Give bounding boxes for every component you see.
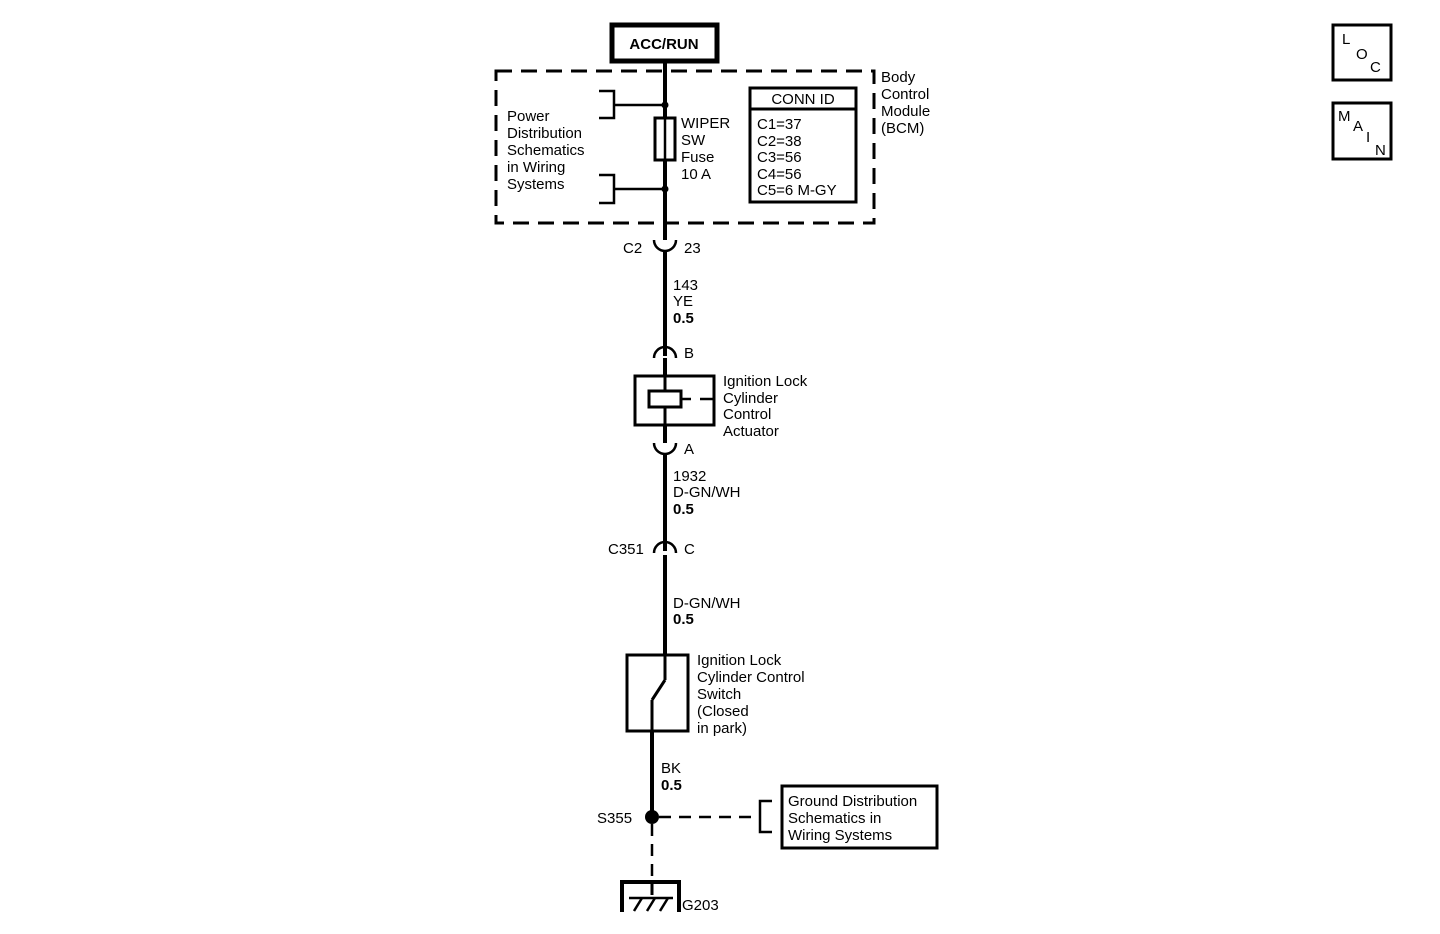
switch-label-line-1: Ignition Lock: [697, 652, 782, 669]
fuse-line-1: WIPER: [681, 115, 730, 132]
actuator-label-line-2: Cylinder: [723, 390, 778, 407]
wire-lower-gauge: 0.5: [673, 611, 694, 628]
wire-lower-label: D-GN/WH 0.5: [673, 595, 741, 628]
wire-1932-gauge: 0.5: [673, 501, 694, 518]
power-dist-line-3: Schematics: [507, 142, 585, 159]
splice-name: S355: [597, 810, 632, 827]
switch-label-line-5: in park): [697, 720, 747, 737]
wire-1932-circuit: 1932: [673, 468, 706, 485]
connector-c351-name: C351: [608, 541, 644, 558]
connector-c2: C2 23: [623, 239, 701, 257]
main-letter-m: M: [1338, 108, 1351, 125]
bcm-name-line-4: (BCM): [881, 120, 924, 137]
bcm-name-line-1: Body: [881, 69, 916, 86]
splice-s355: S355: [597, 810, 659, 827]
fuse-line-4: 10 A: [681, 166, 711, 183]
wire-bk-color: BK: [661, 760, 681, 777]
main-letter-n: N: [1375, 142, 1386, 159]
power-dist-line-2: Distribution: [507, 125, 582, 142]
main-letter-i: I: [1366, 129, 1370, 146]
loc-letter-l: L: [1342, 31, 1350, 48]
actuator-pin-b: B: [684, 345, 694, 362]
actuator-connector-b: B: [652, 345, 694, 362]
ground-dist-line-2: Schematics in: [788, 810, 881, 827]
ground-dist-line-3: Wiring Systems: [788, 827, 892, 844]
fuse-label: WIPER SW Fuse 10 A: [681, 115, 730, 183]
wire-143-circuit: 143: [673, 277, 698, 294]
ignition-lock-actuator: Ignition Lock Cylinder Control Actuator: [633, 373, 808, 440]
bcm-name-line-3: Module: [881, 103, 930, 120]
conn-id-c1: C1=37: [757, 116, 802, 133]
power-distribution-ref: Power Distribution Schematics in Wiring …: [507, 89, 665, 205]
wire-143-label: 143 YE 0.5: [673, 277, 698, 327]
connector-c2-pin: 23: [684, 240, 701, 257]
wire-143-gauge: 0.5: [673, 310, 694, 327]
conn-id-title: CONN ID: [771, 91, 835, 108]
ground-dist-line-1: Ground Distribution: [788, 793, 917, 810]
loc-letter-o: O: [1356, 46, 1368, 63]
fuse-line-2: SW: [681, 132, 706, 149]
power-dist-line-5: Systems: [507, 176, 565, 193]
ground-g203: G203: [620, 880, 719, 914]
actuator-label-line-3: Control: [723, 406, 771, 423]
switch-label-line-2: Cylinder Control: [697, 669, 805, 686]
bcm-boundary: [494, 69, 876, 225]
wire-lower-color: D-GN/WH: [673, 595, 741, 612]
conn-id-c5: C5=6 M-GY: [757, 182, 837, 199]
actuator-pin-a: A: [684, 441, 694, 458]
main-nav-button[interactable]: M A I N: [1331, 101, 1393, 161]
acc-run-source: ACC/RUN: [609, 22, 720, 64]
connector-c351-pin: C: [684, 541, 695, 558]
ignition-lock-switch: Ignition Lock Cylinder Control Switch (C…: [625, 652, 805, 737]
ground-name: G203: [682, 897, 719, 914]
actuator-label-line-4: Actuator: [723, 423, 779, 440]
wire-143-color: YE: [673, 293, 693, 310]
wire-bk-label: BK 0.5: [661, 760, 682, 794]
conn-id-table: CONN ID C1=37 C2=38 C3=56 C4=56 C5=6 M-G…: [748, 86, 858, 204]
loc-nav-button[interactable]: L O C: [1331, 23, 1393, 82]
switch-label-line-3: Switch: [697, 686, 741, 703]
acc-run-label: ACC/RUN: [629, 36, 698, 53]
wire-1932-color: D-GN/WH: [673, 484, 741, 501]
loc-letter-c: C: [1370, 59, 1381, 76]
connector-c2-name: C2: [623, 240, 642, 257]
switch-label-line-4: (Closed: [697, 703, 749, 720]
ground-dist-bracket: [758, 799, 772, 834]
wire-1932-label: 1932 D-GN/WH 0.5: [673, 468, 741, 518]
fuse-line-3: Fuse: [681, 149, 714, 166]
ground-distribution-ref: Ground Distribution Schematics in Wiring…: [780, 784, 939, 850]
conn-id-c2: C2=38: [757, 133, 802, 150]
bcm-name: Body Control Module (BCM): [881, 69, 930, 137]
conn-id-c4: C4=56: [757, 166, 802, 183]
main-letter-a: A: [1353, 118, 1363, 135]
actuator-connector-a: A: [652, 441, 694, 458]
connector-c351: C351 C: [608, 540, 695, 558]
wire-bk-gauge: 0.5: [661, 777, 682, 794]
power-dist-line-1: Power: [507, 108, 550, 125]
conn-id-c3: C3=56: [757, 149, 802, 166]
power-dist-line-4: in Wiring: [507, 159, 565, 176]
actuator-label-line-1: Ignition Lock: [723, 373, 808, 390]
bcm-name-line-2: Control: [881, 86, 929, 103]
